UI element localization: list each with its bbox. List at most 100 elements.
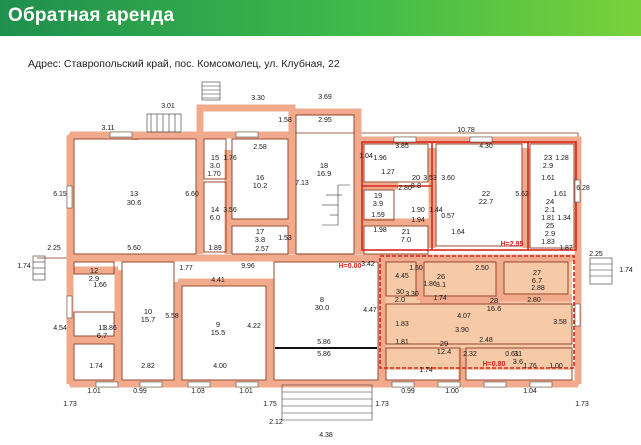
dim-label: 1.94 xyxy=(411,217,425,224)
dim-label: 1.76 xyxy=(523,363,537,370)
dim-label: 3.69 xyxy=(318,94,332,101)
dim-label: 1.74 xyxy=(17,263,31,270)
dim-label: 5.62 xyxy=(515,191,529,198)
dim-label: 3.85 xyxy=(395,143,409,150)
room-26-num: 26 xyxy=(437,272,445,281)
dim-label: 4.54 xyxy=(53,325,67,332)
dim-label: 0.99 xyxy=(133,388,147,395)
address-line: Адрес: Ставропольский край, пос. Комсомо… xyxy=(28,58,340,70)
dim-label: 1.01 xyxy=(87,388,101,395)
room-29-area: 12.4 xyxy=(437,347,452,356)
room-30-area: 2.0 xyxy=(395,295,405,304)
dim-label: 1.00 xyxy=(549,363,563,370)
dim-label: 6.60 xyxy=(185,191,199,198)
room-8-area: 30.0 xyxy=(315,303,330,312)
stairs xyxy=(32,81,613,421)
room-labels: 13 30.6 15 3.0 14 6.0 16 10.2 17 3.8 18 … xyxy=(89,153,555,366)
windows xyxy=(66,131,581,388)
room-16-num: 16 xyxy=(256,173,264,182)
dim-label: 3.60 xyxy=(441,175,455,182)
room-15-num: 15 xyxy=(211,153,219,162)
dim-label: 2.25 xyxy=(589,251,603,258)
room-26-area: 3.1 xyxy=(436,280,446,289)
dim-label: 1.89 xyxy=(208,245,222,252)
dim-label: 1.81 xyxy=(395,339,409,346)
dim-label: 1.03 xyxy=(191,388,205,395)
dim-label: 1.83 xyxy=(541,239,555,246)
room-13-num: 13 xyxy=(130,189,138,198)
room-31-num: 31 xyxy=(514,349,522,358)
room-14-num: 14 xyxy=(211,205,219,214)
room-20-area: 8.8 xyxy=(411,181,421,190)
room-27-area: 6.7 xyxy=(532,276,542,285)
dim-label: 5.86 xyxy=(317,339,331,346)
dim-label: 3.58 xyxy=(553,319,567,326)
dim-label: 2.50 xyxy=(475,265,489,272)
dim-label: 2.25 xyxy=(47,245,61,252)
dim-label: 1.74 xyxy=(419,367,433,374)
dim-label: 1.76 xyxy=(223,155,237,162)
dim-label: 1.96 xyxy=(373,155,387,162)
dim-label: 0.99 xyxy=(401,388,415,395)
dim-label: 6.15 xyxy=(53,191,67,198)
dim-label: 4.38 xyxy=(319,432,333,439)
room-25-area: 2.9 xyxy=(545,229,555,238)
dim-label: 1.70 xyxy=(207,171,221,178)
dim-label: 3.53 xyxy=(423,175,437,182)
dim-label: 2.82 xyxy=(141,363,155,370)
dim-label: 3.42 xyxy=(361,261,375,268)
room-19-area: 3.9 xyxy=(373,199,383,208)
room-21-area: 7.0 xyxy=(401,235,411,244)
room-30-num: 30 xyxy=(396,287,404,296)
dim-label: 2.80 xyxy=(398,185,412,192)
dim-label: 4.47 xyxy=(363,307,377,314)
room-8-num: 8 xyxy=(320,295,324,304)
dim-label: 1.04 xyxy=(523,388,537,395)
dim-label: 10.78 xyxy=(457,127,475,134)
dim-label: 1.90 xyxy=(411,207,425,214)
dim-label: 1.74 xyxy=(433,295,447,302)
page-title: Обратная аренда xyxy=(8,5,175,26)
dim-label: 1.00 xyxy=(445,388,459,395)
dim-label: 2.32 xyxy=(463,351,477,358)
dim-label: 1.61 xyxy=(541,175,555,182)
room-10-num: 10 xyxy=(144,307,152,316)
room-31-area: 3.6 xyxy=(513,357,523,366)
room-22-area: 22.7 xyxy=(479,197,494,206)
dim-label: 1.58 xyxy=(278,117,292,124)
dim-label: 1.53 xyxy=(278,235,292,242)
room-23-area: 2.9 xyxy=(543,161,553,170)
dim-label: 2.12 xyxy=(269,419,283,426)
room-24-num: 24 xyxy=(546,197,554,206)
dim-label: 1.83 xyxy=(395,321,409,328)
dim-label: 4.07 xyxy=(457,313,471,320)
room-15-area: 3.0 xyxy=(210,161,220,170)
room-11-area: 6.7 xyxy=(97,331,107,340)
dim-label: 2.58 xyxy=(253,144,267,151)
leased-area-highlight xyxy=(382,258,572,370)
room-12-num: 12 xyxy=(90,266,98,275)
dim-label: 5.58 xyxy=(165,313,179,320)
dim-label: 3.30 xyxy=(251,95,265,102)
dim-label: 1.34 xyxy=(557,215,571,222)
dim-label: 9.96 xyxy=(241,263,255,270)
dim-label: 2.88 xyxy=(531,285,545,292)
dim-label: 1.28 xyxy=(555,155,569,162)
room-11-num: 11 xyxy=(98,323,106,332)
dim-label: 6.28 xyxy=(576,185,590,192)
dim-label: 0.57 xyxy=(441,213,455,220)
dim-label: 4.00 xyxy=(213,363,227,370)
dim-label: 3.01 xyxy=(161,103,175,110)
room-24-area: 2.1 xyxy=(545,205,555,214)
dim-label: 5.60 xyxy=(127,245,141,252)
dim-label: 2.57 xyxy=(255,246,269,253)
level-mark-0: H=0.00 xyxy=(339,263,362,270)
room-9-num: 9 xyxy=(216,320,220,329)
wall-bands xyxy=(66,104,582,388)
dim-label: 2.48 xyxy=(479,337,493,344)
level-mark-1: H=2.95 xyxy=(501,241,524,248)
room-18-area: 16.9 xyxy=(317,169,332,178)
room-20-num: 20 xyxy=(412,173,420,182)
level-marks: H=0.00 H=2.95 H=0.80 xyxy=(339,241,524,368)
